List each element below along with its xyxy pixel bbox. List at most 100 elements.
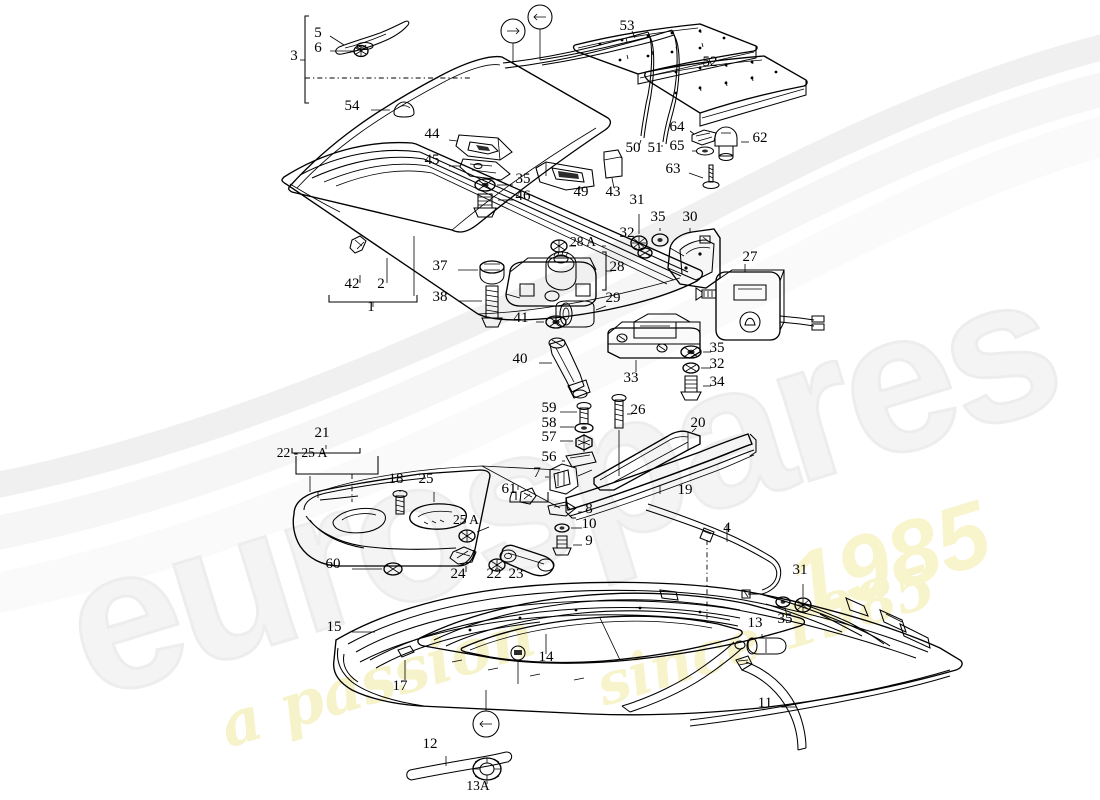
part-58-washer <box>560 422 594 434</box>
callout-number-c23: 23 <box>509 566 524 582</box>
part-32-washer-a <box>635 239 653 259</box>
callout-number-c35c: 35 <box>710 340 725 356</box>
part-46-bolt <box>473 193 513 218</box>
callout-arrow-markers <box>500 4 553 63</box>
part-35-washer-b <box>651 228 669 247</box>
part-26-screw <box>611 393 632 476</box>
part-22-nut <box>488 558 506 572</box>
part-35-washer-c <box>680 345 711 359</box>
part-52-rail <box>644 55 808 127</box>
part-53-rail <box>572 23 758 85</box>
part-13A-grommet <box>472 757 502 784</box>
part-64-clip <box>689 129 717 146</box>
part-60-nut <box>352 562 403 576</box>
part-25A-nut <box>458 526 490 543</box>
part-34-bolt <box>680 375 711 401</box>
clip-42 <box>349 235 367 254</box>
part-group-1-roof-panel <box>281 55 704 321</box>
part-18-screw <box>392 489 408 515</box>
part-roof-assembly-bottom <box>332 581 963 727</box>
callout-number-c2: 2 <box>377 276 385 292</box>
callout-number-c65: 65 <box>670 138 685 154</box>
callout-number-c40: 40 <box>513 351 528 367</box>
callout-number-c41: 41 <box>514 310 529 326</box>
part-28-gearbox <box>505 245 612 307</box>
callout-number-c18: 18 <box>389 471 404 487</box>
callout-number-c45: 45 <box>425 152 440 168</box>
callout-number-c7: 7 <box>533 465 541 481</box>
callout-number-c19: 19 <box>678 482 693 498</box>
callout-number-c32b: 32 <box>710 356 725 372</box>
part-11-hose <box>735 655 807 751</box>
callout-number-c57: 57 <box>542 429 558 445</box>
arrow-marker-left <box>500 18 526 63</box>
callout-number-c3: 3 <box>290 48 298 64</box>
part-62-bolt <box>714 126 749 162</box>
callout-number-c56: 56 <box>542 449 558 465</box>
part-4-cable <box>645 503 782 624</box>
callout-number-c28A: 28 A <box>570 234 596 249</box>
callout-number-c22b: 22 <box>487 566 502 582</box>
arrow-marker-right <box>527 4 553 60</box>
part-43-block <box>603 149 623 189</box>
part-25-clip <box>409 492 467 530</box>
callout-number-c61: 61 <box>502 481 517 497</box>
callout-number-c34: 34 <box>710 374 726 390</box>
callout-number-c58: 58 <box>542 415 557 431</box>
callout-number-c6: 6 <box>314 40 322 56</box>
part-group-3 <box>300 15 470 104</box>
callout-number-c14: 14 <box>539 649 555 665</box>
callout-number-c31a: 31 <box>630 192 645 208</box>
part-38-bolt <box>458 285 503 328</box>
callout-number-c35d: 35 <box>778 611 793 627</box>
callout-number-c25A: 25 A <box>453 512 479 527</box>
part-24-clip <box>449 546 477 572</box>
part-8-bracket <box>547 501 582 517</box>
callout-number-c31b: 31 <box>793 562 808 578</box>
part-9-bolt <box>552 535 582 556</box>
callout-number-c63: 63 <box>666 161 681 177</box>
arrow-marker-drain <box>472 690 500 738</box>
part-20-plate <box>593 427 701 491</box>
callout-number-c30: 30 <box>683 209 698 225</box>
callout-number-c43: 43 <box>606 184 621 200</box>
callout-number-c24: 24 <box>451 566 467 582</box>
callout-number-c46: 46 <box>516 188 532 204</box>
callout-number-c44: 44 <box>425 126 441 142</box>
part-44-bracket <box>448 134 513 161</box>
callout-number-c25: 25 <box>419 471 434 487</box>
part-35-washer-a <box>474 178 513 192</box>
callout-number-c26: 26 <box>631 402 647 418</box>
callout-number-c64: 64 <box>670 119 686 135</box>
callout-number-c21: 21 <box>315 425 330 441</box>
callout-number-c37: 37 <box>433 258 449 274</box>
callout-number-c32a: 32 <box>620 225 635 241</box>
callout-number-c4: 4 <box>723 520 731 536</box>
callout-number-c13: 13 <box>748 615 763 631</box>
callout-number-c50: 50 <box>626 140 641 156</box>
callout-number-c27: 27 <box>743 249 759 265</box>
callout-number-c9: 9 <box>585 533 593 549</box>
callout-number-c38: 38 <box>433 289 448 305</box>
callout-number-c52: 52 <box>703 54 718 70</box>
part-63-screw <box>688 164 720 190</box>
callout-number-c5: 5 <box>314 25 322 41</box>
part-7-bracket <box>545 463 593 495</box>
part-33-guide <box>607 313 701 372</box>
part-50-51-seals <box>502 29 680 147</box>
callout-number-c35b: 35 <box>651 209 666 225</box>
callout-number-c29: 29 <box>606 290 621 306</box>
part-10-washer <box>554 523 582 533</box>
callout-arrow-markers-lower <box>472 645 526 738</box>
part-65-washer <box>692 146 715 156</box>
part-45-plate <box>449 158 511 181</box>
callout-number-c22-25A: 22 - 25 A <box>277 445 328 460</box>
callout-number-c54: 54 <box>345 98 361 114</box>
callout-number-c62: 62 <box>753 130 768 146</box>
callout-number-c11: 11 <box>758 695 772 711</box>
callout-number-c53: 53 <box>620 18 635 34</box>
